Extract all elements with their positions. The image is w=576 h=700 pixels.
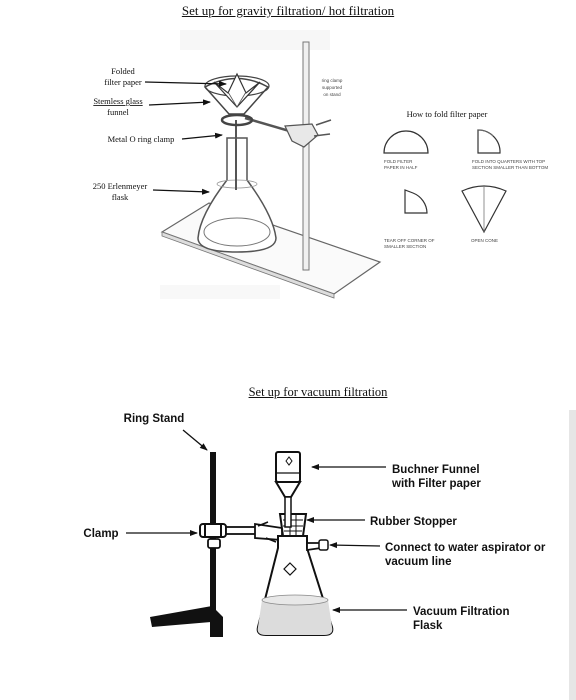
folded-filter-label-line2: filter paper bbox=[104, 77, 142, 87]
vacuum-flask-label-line1: Vacuum Filtration bbox=[413, 606, 510, 618]
aspirator-label-line2: vacuum line bbox=[385, 556, 451, 568]
folded-filter-label-line1: Folded bbox=[111, 66, 135, 76]
ring-clamp-arrow bbox=[181, 132, 223, 140]
vacuum-flask-label-line2: Flask bbox=[413, 620, 443, 632]
buchner-label-line2: with Filter paper bbox=[391, 478, 481, 490]
vacuum-clamp-body bbox=[199, 523, 227, 538]
fold-guide-title: How to fold filter paper bbox=[407, 109, 488, 119]
vacuum-filtration-title: Set up for vacuum filtration bbox=[248, 385, 388, 399]
gravity-setup-drawing bbox=[160, 30, 382, 299]
rubber-stopper bbox=[278, 513, 308, 537]
erlenmeyer-label-line1: 250 Erlenmeyer bbox=[93, 181, 148, 191]
flask-liquid bbox=[203, 217, 271, 247]
page-edge-shadow bbox=[569, 410, 576, 700]
half-fold-shape bbox=[383, 130, 429, 154]
erlenmeyer-flask bbox=[197, 137, 277, 253]
vacuum-flask-filtrate bbox=[257, 595, 333, 635]
fold-step4-label: OPEN CONE bbox=[471, 238, 498, 243]
buchner-label-line1: Buchner Funnel bbox=[392, 464, 480, 476]
support-note-line1: ring clamp bbox=[322, 78, 343, 83]
stopper-label: Rubber Stopper bbox=[370, 516, 457, 528]
aspirator-arrow bbox=[329, 542, 381, 549]
stemless-funnel-label-line2: funnel bbox=[107, 107, 129, 117]
fold-step3-line2: SMALLER SECTION bbox=[384, 244, 426, 249]
torn-corner-shape bbox=[404, 189, 428, 214]
ring-stand-rod bbox=[302, 41, 310, 271]
fold-step1-line2: PAPER IN HALF bbox=[384, 165, 418, 170]
stemless-funnel-arrow bbox=[148, 99, 211, 106]
stemless-funnel-label-line1: Stemless glass bbox=[93, 96, 142, 106]
clamp-label: Clamp bbox=[83, 528, 118, 540]
filter-fold-guide: How to fold filter paper FOLD FILTER PAP… bbox=[383, 109, 548, 249]
support-note-line3: on stand bbox=[323, 92, 341, 97]
erlenmeyer-label-line2: flask bbox=[112, 192, 129, 202]
fold-step2-line2: SECTION SMALLER THAN BOTTOM bbox=[472, 165, 548, 170]
vacuum-setup-drawing bbox=[150, 451, 334, 637]
fold-step3-line1: TEAR OFF CORNER OF bbox=[384, 238, 435, 243]
vacuum-ring-stand-foot bbox=[150, 606, 223, 637]
ring-stand-base bbox=[160, 202, 382, 295]
fold-step2-line1: FOLD INTO QUARTERS WITH TOP bbox=[472, 159, 545, 164]
aspirator-label-line1: Connect to water aspirator or bbox=[385, 542, 546, 554]
clamp-holder bbox=[284, 123, 319, 148]
gravity-filtration-title: Set up for gravity filtration/ hot filtr… bbox=[181, 3, 395, 18]
vacuum-side-arm bbox=[318, 539, 329, 551]
ring-stand-label: Ring Stand bbox=[124, 413, 185, 425]
metal-o-ring bbox=[220, 113, 254, 127]
quarter-fold-shape bbox=[477, 129, 501, 154]
support-note-line2: supported bbox=[322, 85, 343, 90]
buchner-funnel bbox=[275, 451, 301, 483]
fold-step1-line1: FOLD FILTER bbox=[384, 159, 413, 164]
ring-stand-arrow bbox=[182, 429, 208, 451]
erlenmeyer-arrow bbox=[152, 188, 210, 195]
ring-clamp-label: Metal O ring clamp bbox=[108, 134, 175, 144]
folded-filter-arrow bbox=[144, 80, 227, 87]
